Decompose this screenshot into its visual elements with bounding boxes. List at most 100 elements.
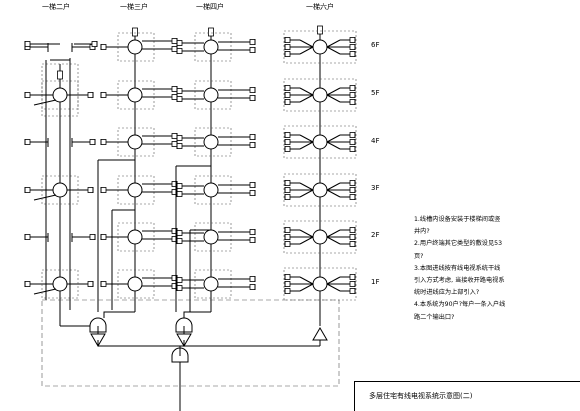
tv-outlet-icon xyxy=(100,234,107,240)
tv-outlet-icon xyxy=(349,241,356,247)
tv-outlet-icon xyxy=(284,288,291,294)
splitter-icon xyxy=(203,276,219,292)
wire xyxy=(33,194,57,201)
drawing-title: 多层住宅有线电视系统示意图(二) xyxy=(369,392,473,400)
splitter-icon xyxy=(127,229,143,245)
splitter-icon xyxy=(312,87,328,103)
splitter-icon xyxy=(312,182,328,198)
tv-outlet-icon xyxy=(284,227,291,233)
splitter-icon xyxy=(203,134,219,150)
tv-outlet-icon xyxy=(349,180,356,186)
splitter-icon xyxy=(127,276,143,292)
terminator-icon xyxy=(208,27,214,37)
terminator-icon xyxy=(317,25,323,35)
tv-outlet-icon xyxy=(349,288,356,294)
tv-outlet-icon xyxy=(249,47,256,53)
tv-outlet-icon xyxy=(349,92,356,98)
tv-outlet-icon xyxy=(284,194,291,200)
tv-outlet-icon xyxy=(284,241,291,247)
tv-outlet-icon xyxy=(176,277,183,283)
design-notes: 1.线槽内设备安装于楼梯间或竖井内? 2.用户终端其它类型的敷设见53页? 3.… xyxy=(414,214,506,324)
tv-outlet-icon xyxy=(349,227,356,233)
note-2: 2.用户终端其它类型的敷设见53页? xyxy=(414,240,503,260)
wire xyxy=(299,39,314,48)
tv-outlet-icon xyxy=(176,143,183,149)
tv-outlet-icon xyxy=(87,281,94,287)
tv-outlet-icon xyxy=(249,87,256,93)
tv-outlet-icon xyxy=(87,187,94,193)
tv-outlet-icon xyxy=(176,230,183,236)
tv-outlet-icon xyxy=(349,139,356,145)
splitter-icon xyxy=(127,39,143,55)
tv-outlet-icon xyxy=(284,132,291,138)
splitter-icon xyxy=(312,134,328,150)
splitter-icon xyxy=(203,39,219,55)
tv-outlet-icon xyxy=(349,99,356,105)
column-label-2-units: 一梯二户 xyxy=(42,3,70,11)
splitter-icon xyxy=(175,317,193,333)
terminator-icon xyxy=(132,27,138,37)
tv-outlet-icon xyxy=(249,134,256,140)
tv-outlet-icon xyxy=(284,281,291,287)
wire xyxy=(299,141,314,150)
tv-outlet-icon xyxy=(284,92,291,98)
wire xyxy=(299,283,314,292)
tv-outlet-icon xyxy=(349,146,356,152)
wire xyxy=(299,87,314,96)
tv-outlet-icon xyxy=(249,276,256,282)
wire xyxy=(33,288,57,295)
tv-outlet-icon xyxy=(91,41,98,47)
tv-outlet-icon xyxy=(100,44,107,50)
distribution-box xyxy=(283,125,357,159)
wire xyxy=(33,99,57,106)
tv-outlet-icon xyxy=(176,191,183,197)
tv-outlet-icon xyxy=(284,274,291,280)
tv-outlet-icon xyxy=(349,85,356,91)
tv-outlet-icon xyxy=(349,281,356,287)
tv-outlet-icon xyxy=(176,40,183,46)
tv-outlet-icon xyxy=(176,135,183,141)
distribution-box xyxy=(283,78,357,112)
tv-outlet-icon xyxy=(171,94,178,100)
wire xyxy=(326,141,341,150)
distribution-box xyxy=(194,32,232,62)
tv-outlet-icon xyxy=(89,139,96,145)
distribution-box xyxy=(41,175,79,205)
tv-outlet-icon xyxy=(24,234,31,240)
tv-outlet-icon xyxy=(24,139,31,145)
tv-outlet-icon xyxy=(24,281,31,287)
distribution-box xyxy=(194,222,232,252)
splitter-icon xyxy=(127,182,143,198)
tv-outlet-icon xyxy=(249,284,256,290)
distribution-box xyxy=(283,173,357,207)
splitter-icon xyxy=(127,134,143,150)
distribution-box xyxy=(194,269,232,299)
wire xyxy=(326,229,341,238)
tv-outlet-icon xyxy=(249,182,256,188)
wire xyxy=(299,94,314,103)
tv-outlet-icon xyxy=(349,37,356,43)
wire xyxy=(326,46,341,55)
tv-outlet-icon xyxy=(284,234,291,240)
splitter-icon xyxy=(89,317,107,333)
note-1: 1.线槽内设备安装于楼梯间或竖井内? xyxy=(414,216,501,236)
tv-outlet-icon xyxy=(24,92,31,98)
wire xyxy=(299,189,314,198)
splitter-icon xyxy=(203,182,219,198)
splitter-icon xyxy=(127,87,143,103)
floor-label-2f: 2F xyxy=(371,231,380,239)
wire xyxy=(299,236,314,245)
splitter-icon xyxy=(312,39,328,55)
tv-outlet-icon xyxy=(171,46,178,52)
splitter-icon xyxy=(312,229,328,245)
tv-outlet-icon xyxy=(349,44,356,50)
tv-outlet-icon xyxy=(176,183,183,189)
tv-outlet-icon xyxy=(249,39,256,45)
wire xyxy=(326,283,341,292)
splitter-icon xyxy=(203,87,219,103)
tv-outlet-icon xyxy=(24,41,31,47)
tv-outlet-icon xyxy=(284,139,291,145)
tv-outlet-icon xyxy=(24,187,31,193)
